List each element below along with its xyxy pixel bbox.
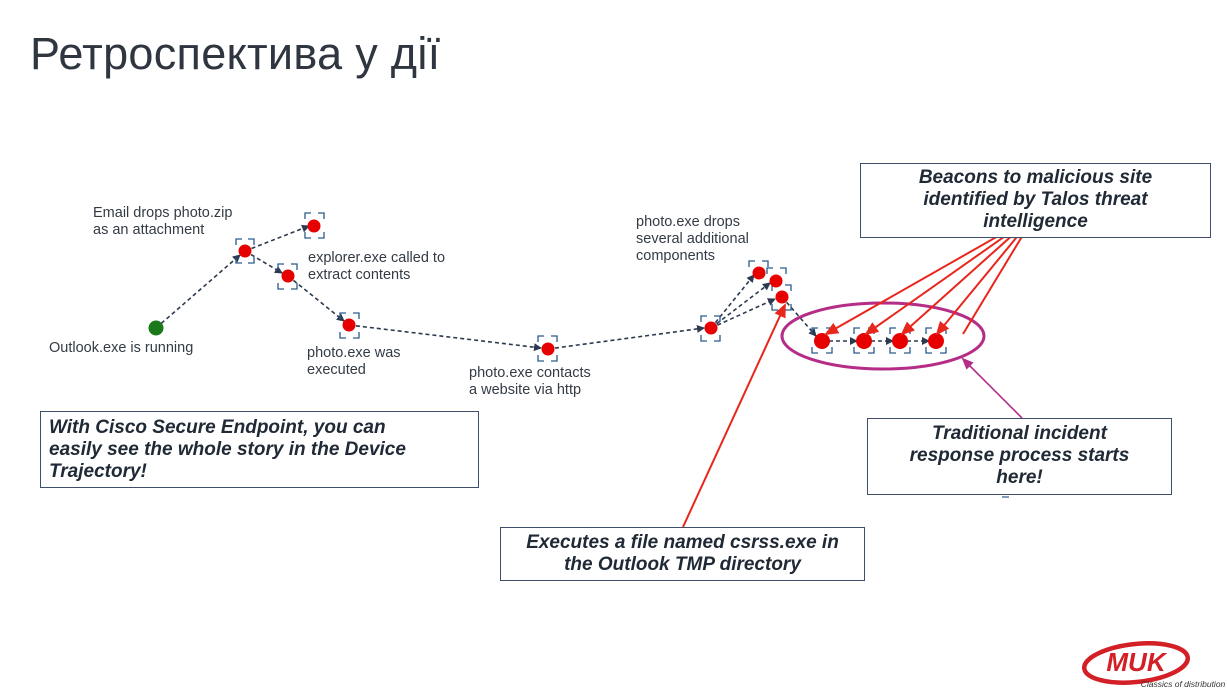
- muk-logo-mark: MUK Classics of distribution: [1081, 641, 1226, 689]
- bracket-drop: [700, 315, 721, 342]
- callout-incident: Traditional incident response process st…: [867, 418, 1172, 495]
- bracket-photo: [339, 312, 360, 339]
- node-drop: [704, 321, 718, 335]
- node-zip: [307, 219, 321, 233]
- path-http-drop: [547, 324, 705, 350]
- node-beacon-2: [856, 333, 872, 349]
- callout-beacons: Beacons to malicious site identified by …: [860, 163, 1211, 238]
- node-http: [541, 342, 555, 356]
- node-beacon-4: [928, 333, 944, 349]
- bracket-c1: [748, 260, 769, 267]
- node-photo: [342, 318, 356, 332]
- node-brackets: [235, 212, 947, 362]
- svg-text:MUK: MUK: [1106, 647, 1167, 677]
- label-explorer: explorer.exe called to extract contents: [308, 250, 446, 283]
- path-outlook-email: [155, 254, 241, 329]
- bracket-c2: [766, 267, 787, 274]
- label-outlook: Outlook.exe is running: [49, 340, 194, 356]
- node-component-2: [769, 274, 783, 288]
- node-explorer: [281, 269, 295, 283]
- node-component-1: [752, 266, 766, 280]
- node-beacon-1: [814, 333, 830, 349]
- callout-cisco: With Cisco Secure Endpoint, you can easi…: [40, 411, 479, 488]
- csrss-callout-arrow: [682, 303, 786, 528]
- path-photo-http: [348, 324, 542, 352]
- path-drop-c3: [710, 298, 776, 329]
- path-c3-b1: [781, 296, 817, 337]
- svg-text:Classics of distribution: Classics of distribution: [1141, 679, 1226, 689]
- node-beacon-3: [892, 333, 908, 349]
- bracket-email: [235, 238, 255, 264]
- label-photo-exec: photo.exe was executed: [307, 345, 401, 378]
- callout-csrss: Executes a file named csrss.exe in the O…: [500, 527, 865, 581]
- slide-title: Ретроспектива у дії: [30, 28, 441, 79]
- beacons-oval: [780, 301, 986, 371]
- node-outlook: [148, 320, 164, 336]
- path-drop-c1: [710, 274, 755, 329]
- node-component-3: [775, 290, 789, 304]
- trajectory-paths: [155, 224, 930, 352]
- path-email-zip: [244, 224, 310, 252]
- muk-logo: MUK Classics of distribution: [1078, 640, 1227, 689]
- path-email-explorer: [244, 250, 283, 274]
- bracket-explorer: [277, 263, 298, 290]
- node-email: [238, 244, 252, 258]
- path-explorer-photo: [287, 275, 345, 322]
- bracket-http: [537, 335, 558, 362]
- label-photo-drops: photo.exe drops several additional compo…: [636, 214, 749, 264]
- label-photo-http: photo.exe contacts a website via http: [469, 365, 591, 398]
- path-drop-c2: [710, 282, 771, 329]
- trajectory-nodes: [148, 219, 944, 356]
- label-email: Email drops photo.zip as an attachment: [93, 205, 233, 238]
- bracket-zip: [304, 212, 325, 239]
- incident-callout-arrow: [961, 357, 1023, 419]
